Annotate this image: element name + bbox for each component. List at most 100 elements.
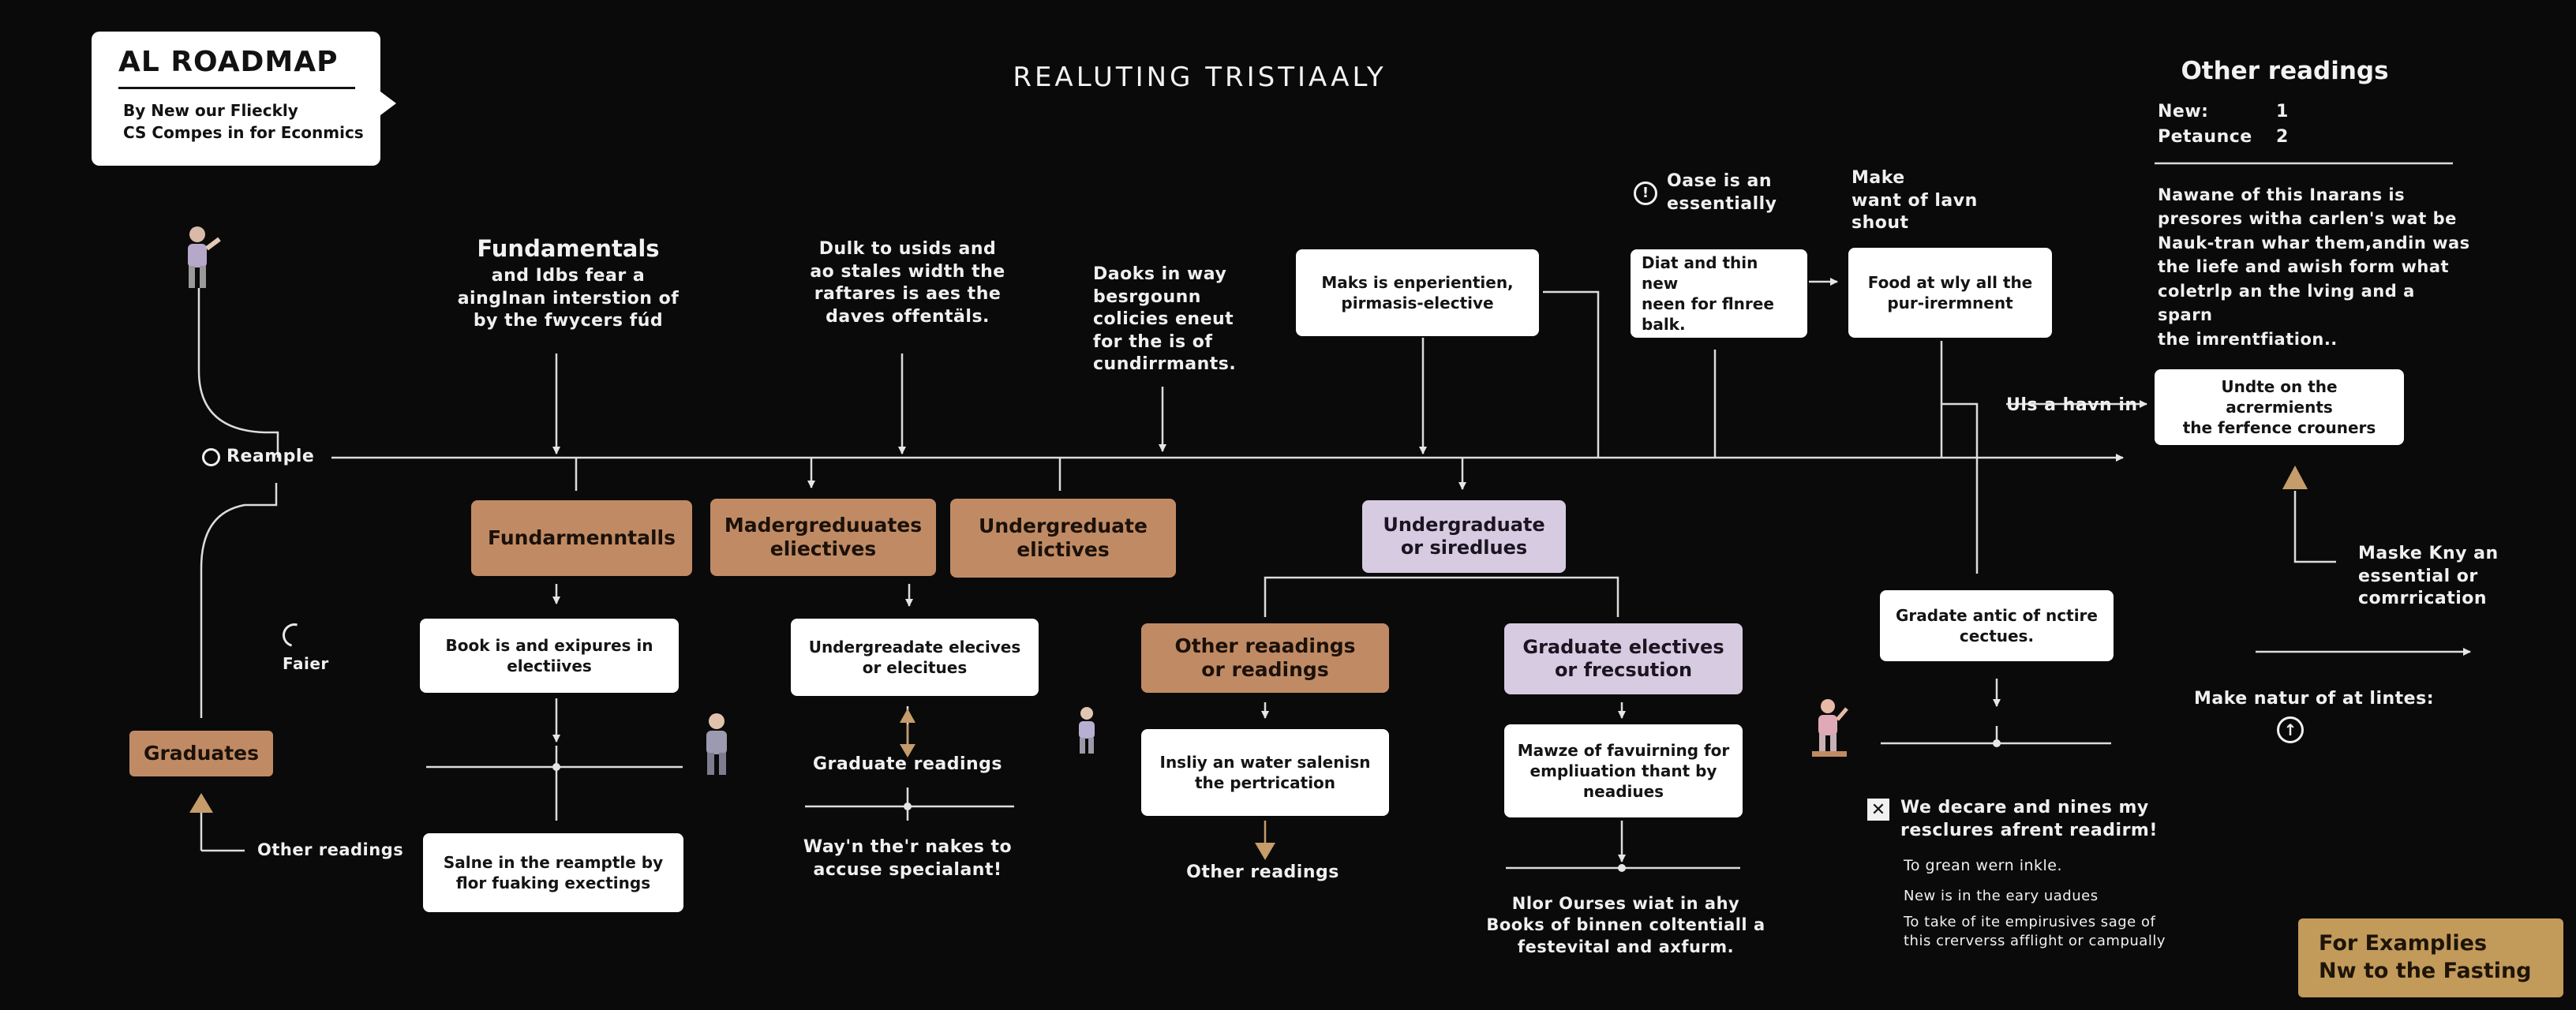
oase-label: ! Oase is an essentially (1634, 170, 1777, 215)
grad-electives-node: Graduate electives or frecsution (1504, 623, 1743, 694)
side-panel-row-2-value: 2 (2276, 127, 2289, 147)
diat-line-3: balk. (1642, 315, 1686, 334)
daoks-line-2: besrgounn (1093, 286, 1201, 307)
fundarmentals-node: Fundarmenntalls (471, 500, 692, 576)
undergreadate-line-2: or elecitues (862, 658, 968, 677)
undergrad-lav-line-1: Undergraduate (1383, 513, 1545, 536)
other-readings-node: Other reaadings or readings (1141, 623, 1389, 693)
madergred-line-1: Madergreduuates (724, 513, 923, 537)
mawze-line-1: Mawze of favuirning for (1517, 741, 1730, 760)
reample-label: Reample (227, 447, 315, 466)
side-panel-row-2-label: Petaunce (2158, 127, 2252, 147)
maske-note: Maske Kny an essential or comrrication (2358, 543, 2499, 611)
maske-line-1: Maske Kny an (2358, 544, 2499, 563)
logo-pointer (380, 92, 396, 115)
insly-box: Insliy an water salenisn the pertricatio… (1141, 729, 1389, 816)
side-panel-row-1-value: 1 (2276, 102, 2289, 122)
oase-line-1: Oase is an (1667, 171, 1773, 191)
to-take-line-2: this crerverss afflight or campually (1904, 932, 2166, 949)
for-examples-line-2: Nw to the Fasting (2319, 959, 2532, 984)
for-examples-line-1: For Examplies (2319, 931, 2488, 956)
for-examples-box[interactable]: For Examplies Nw to the Fasting (2298, 918, 2563, 997)
book-line-1: Book is and exipures in (445, 636, 653, 655)
food-line-1: Food at wly all the (1867, 273, 2033, 292)
to-grean-text: To grean wern inkle. (1904, 857, 2063, 875)
insly-line-2: the pertrication (1194, 773, 1336, 792)
fundamentals-title: Fundamentals (477, 235, 660, 262)
side-panel-row-1-label: New: (2158, 102, 2209, 122)
side-panel-row-2: Petaunce 2 (2158, 126, 2289, 149)
start-circle-icon (202, 447, 220, 466)
fundamentals-desc-3: by the fwycers fúd (473, 311, 664, 331)
we-decare-line-1: We decare and nines my (1900, 798, 2149, 817)
undergreadate-box: Undergreadate elecives or elecitues (791, 619, 1039, 696)
graduate-readings-label: Graduate readings (812, 754, 1002, 774)
daoks-line-5: cundirrmants. (1093, 354, 1237, 375)
graduates-node: Graduates (129, 731, 273, 776)
undergreadate-line-1: Undergreadate elecives (808, 638, 1021, 656)
up-circle-icon: ↑ (2277, 716, 2304, 743)
gradate-line-2: cectues. (1959, 627, 2035, 645)
nlor-line-3: festevital and axfurm. (1517, 937, 1735, 956)
side-para-line-4: the liefe and awish form what (2158, 257, 2450, 277)
logo-subtitle-2: CS Compes in for Econmics (123, 123, 364, 142)
maks-box: Maks is enperientien, pirmasis-elective (1296, 249, 1539, 336)
maks-line-2: pirmasis-elective (1341, 294, 1494, 312)
daoks-line-1: Daoks in way (1093, 264, 1227, 284)
maks-line-1: Maks is enperientien, (1321, 273, 1514, 292)
uls-label: Uls a havn in (2006, 395, 2138, 415)
nlor-line-2: Books of binnen coltentiall a (1486, 915, 1765, 935)
info-circle-icon: ! (1634, 181, 1657, 205)
food-line-2: pur-irermnent (1887, 294, 2013, 312)
other-readings-node-line-2: or readings (1201, 658, 1329, 681)
oase-line-2: essentially (1667, 193, 1777, 214)
make-line-2: want of lavn (1852, 190, 1978, 211)
undergred-line-2: elictives (1017, 538, 1110, 561)
madergred-line-2: eliectives (769, 537, 877, 560)
madergred-node: Madergreduuates eliectives (710, 499, 936, 576)
maske-line-2: essential or (2358, 566, 2478, 586)
person-figure-icon (706, 713, 727, 775)
side-para-line-6: the imrentfiation.. (2158, 329, 2338, 349)
maske-line-3: comrrication (2358, 589, 2488, 609)
close-box-icon: ✕ (1867, 799, 1889, 821)
undergrad-lav-node: Undergraduate or siredlues (1362, 500, 1566, 573)
logo-card: AL ROADMAP By New our Flieckly CS Compes… (92, 32, 396, 166)
undergrad-lav-line-2: or siredlues (1400, 537, 1528, 559)
gradate-box: Gradate antic of nctire cectues. (1880, 590, 2114, 661)
make-line-1: Make (1852, 168, 1905, 188)
reample-start: Reample (202, 446, 314, 469)
mawze-line-2: empliuation thant by (1530, 761, 1717, 780)
diat-box: Diat and thin new neen for flnree balk. (1631, 249, 1807, 338)
undergred-electives-node: Undergreduate elictives (950, 499, 1176, 578)
logo-divider (118, 87, 355, 89)
undte-line-1: Undte on the acrermients (2221, 377, 2338, 417)
person-figure-icon (1079, 707, 1095, 754)
person-figure-icon (1812, 699, 1848, 757)
book-line-2: electiives (507, 656, 592, 675)
to-take-line-1: To take of ite empirusives sage of (1904, 914, 2156, 931)
wayn-line-1: Way'n the'r nakes to (803, 837, 1013, 857)
side-panel-title: Other readings (2181, 57, 2389, 85)
daoks-label: Daoks in way besrgounn colicies eneut fo… (1093, 264, 1267, 376)
make-line-3: shout (1852, 213, 1909, 234)
wayn-line-2: accuse specialant! (813, 859, 1002, 880)
gradate-line-1: Gradate antic of nctire (1896, 606, 2098, 625)
undergred-line-1: Undergreduate (979, 514, 1148, 537)
dulk-line-2: ao stales width the (810, 261, 1005, 282)
make-natur-label: Make natur of at lintes: (2194, 689, 2434, 709)
side-panel-row-1: New: 1 (2158, 101, 2289, 124)
other-readings-small-label: Other readings (1186, 862, 1339, 882)
logo-subtitle-1: By New our Flieckly (123, 101, 298, 120)
we-decare-line-2: resclures afrent readirm! (1900, 820, 2158, 840)
nlor-label: Nlor Ourses wiat in ahy Books of binnen … (1484, 893, 1768, 958)
mawze-box: Mawze of favuirning for empliuation than… (1504, 724, 1743, 817)
dulk-line-3: raftares is aes the (814, 284, 1002, 305)
book-box: Book is and exipures in electiives (420, 619, 679, 693)
dulk-line-4: daves offentäls. (826, 306, 990, 327)
fundamentals-desc-2: aingInan interstion of (457, 288, 680, 309)
grad-electives-line-2: or frecsution (1554, 659, 1693, 681)
food-box: Food at wly all the pur-irermnent (1848, 248, 2052, 338)
salne-box: Salne in the reamptle by flor fuaking ex… (423, 833, 683, 912)
